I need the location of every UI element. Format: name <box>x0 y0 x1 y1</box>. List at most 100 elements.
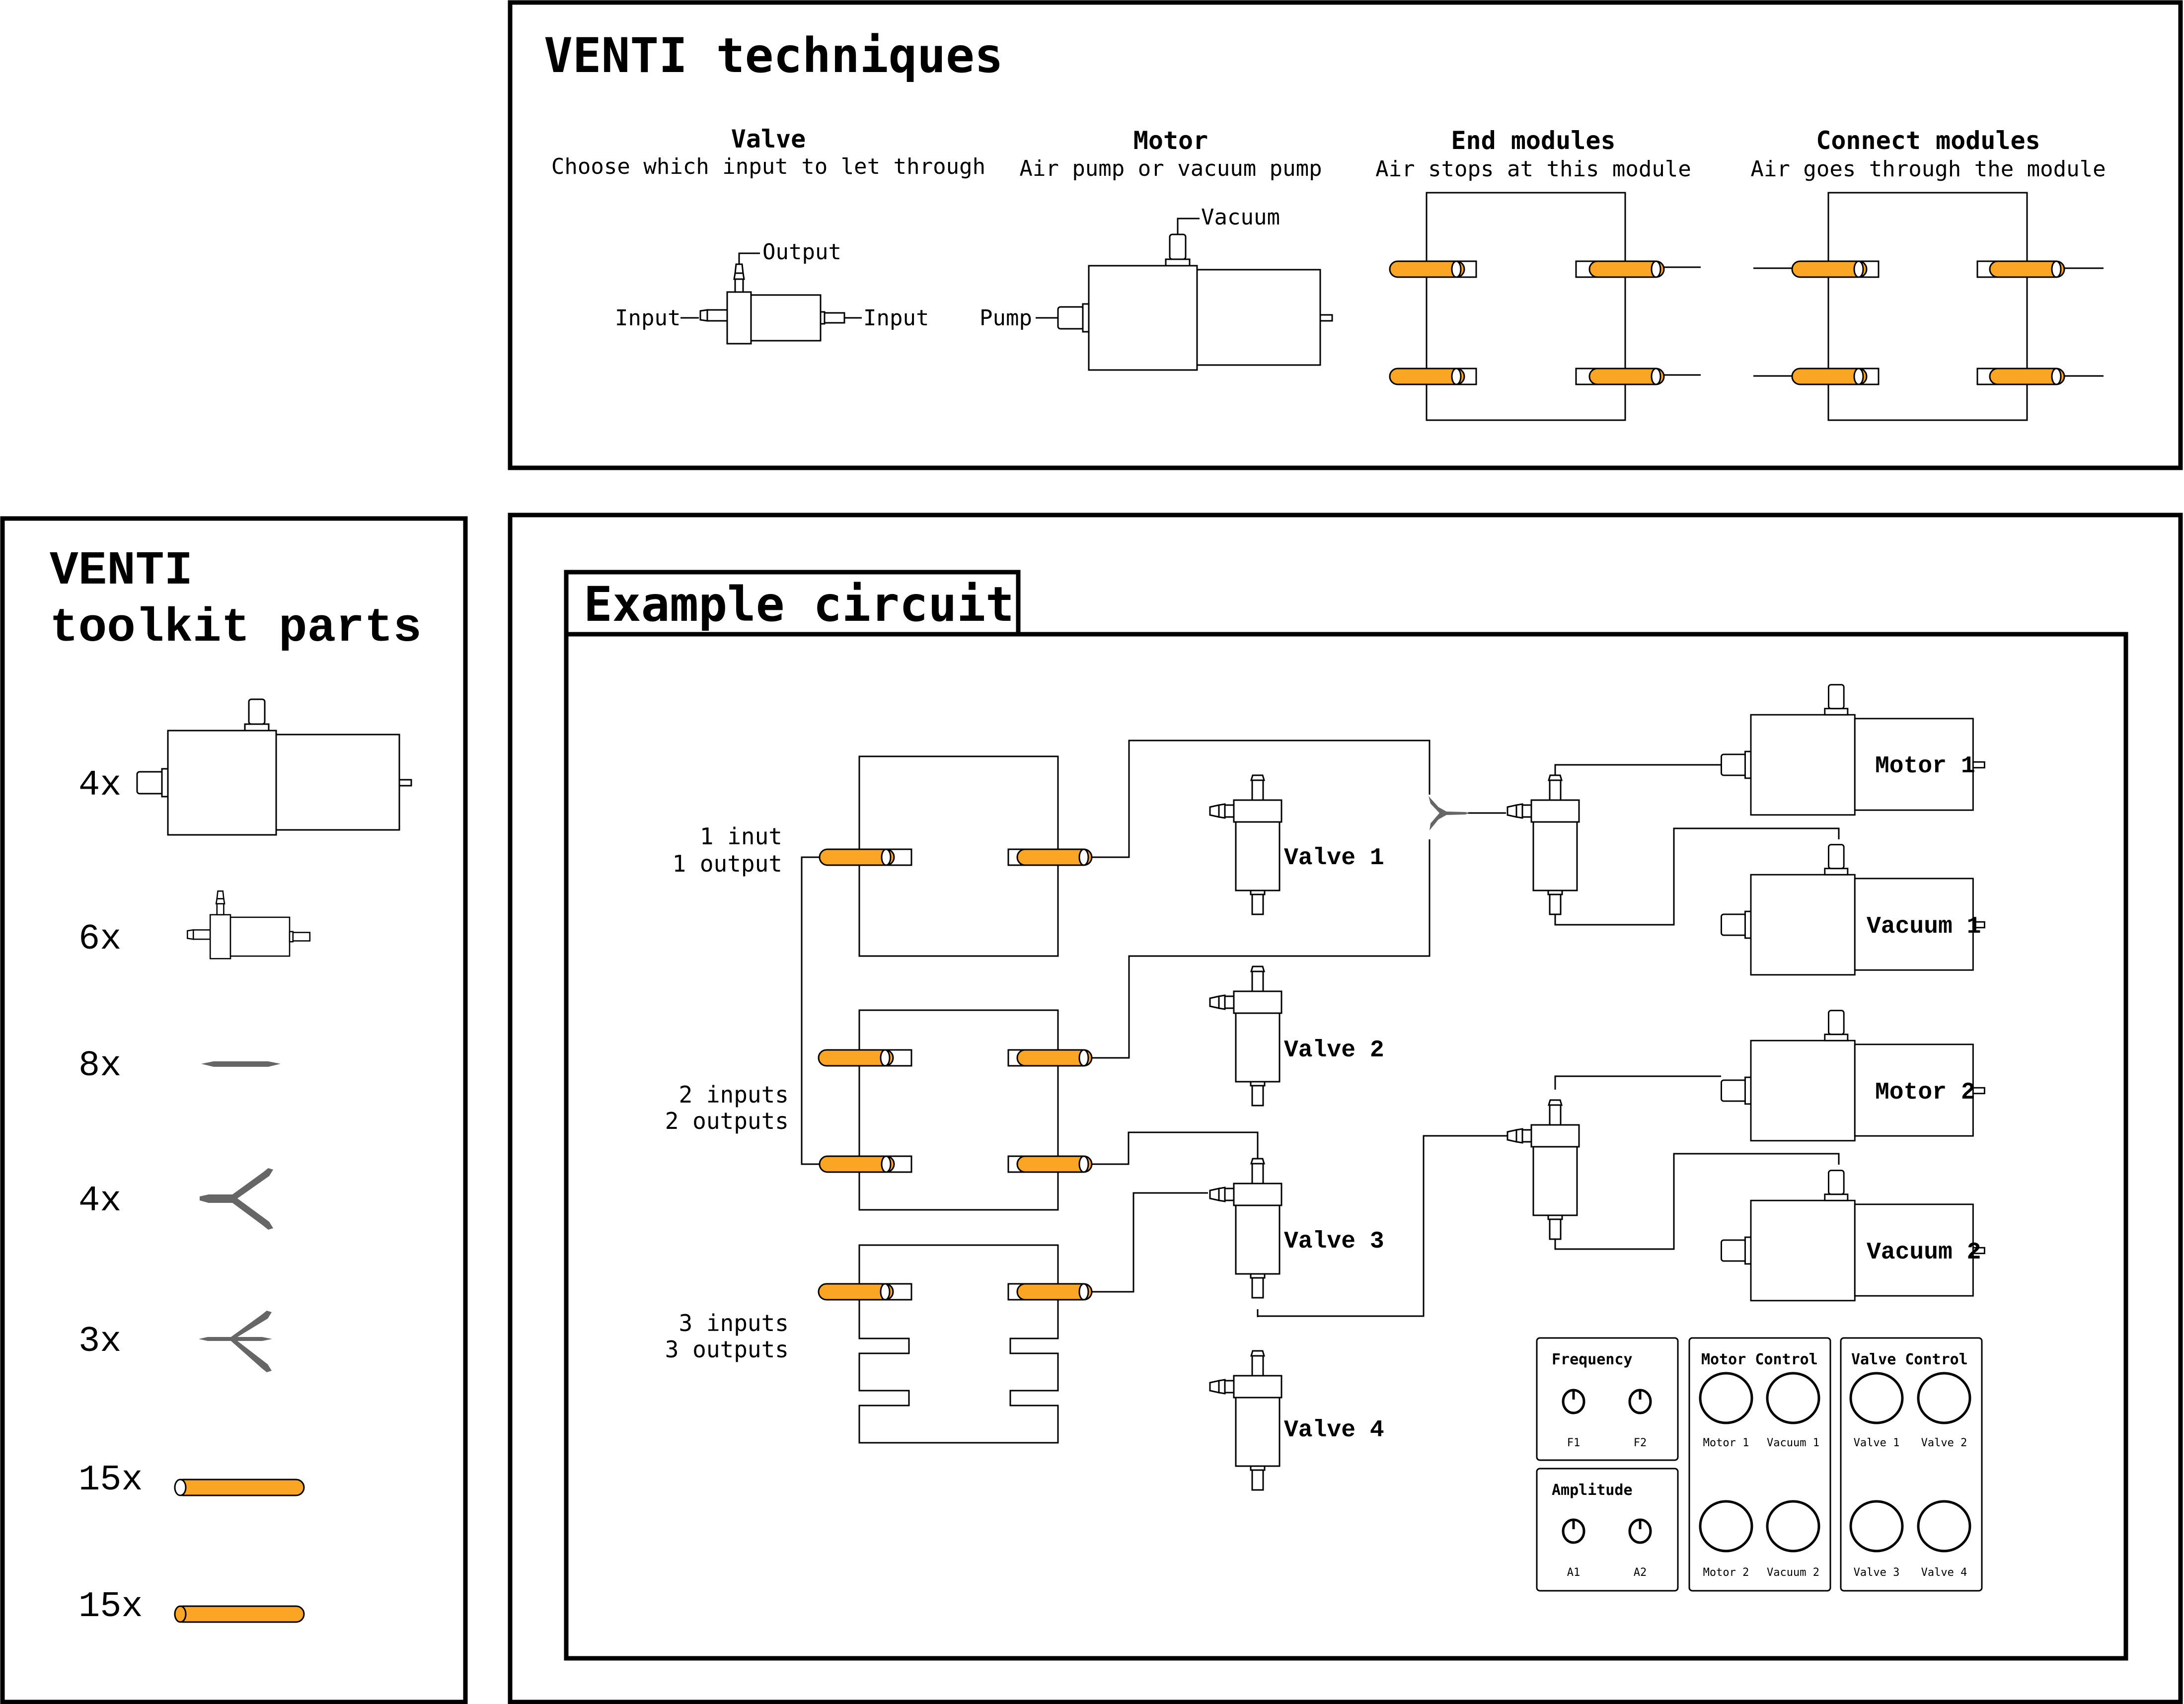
valve-1-label: Valve 1 <box>1284 845 1384 872</box>
end-module-body <box>1426 192 1626 421</box>
knob-a1-label: A1 <box>1567 1566 1581 1579</box>
toolkit-part-straight: 8x <box>78 1045 281 1086</box>
knob-f1-label: F1 <box>1567 1437 1581 1449</box>
y-connector-icon <box>200 1168 273 1230</box>
part-count: 8x <box>78 1045 121 1086</box>
valve-control-panel: Valve Control Valve 1 Valve 2 Valve 3 Va… <box>1840 1337 1983 1592</box>
connect-module-body <box>1827 192 2028 421</box>
toolkit-panel: VENTI toolkit parts 4x 6x 8x 4x 3x 15x <box>0 516 468 1704</box>
motor-1-button-label: Motor 1 <box>1703 1437 1749 1449</box>
vacuum-2-button[interactable] <box>1766 1500 1820 1553</box>
technique-connect-modules: Connect modules Air goes through the mod… <box>1750 126 2106 421</box>
circuit-vacuum-1: Vacuum 1 <box>1721 844 1985 976</box>
part-count: 3x <box>78 1321 121 1362</box>
knob-f2[interactable] <box>1628 1389 1652 1414</box>
technique-motor-name: Motor <box>1133 126 1208 155</box>
module-3: 3 inputs 3 outputs <box>665 1244 1093 1444</box>
toolkit-part-y: 4x <box>78 1168 273 1230</box>
knob-f2-label: F2 <box>1634 1437 1647 1449</box>
motor-control-panel: Motor Control Motor 1 Vacuum 1 Motor 2 V… <box>1688 1337 1831 1592</box>
valve-3-button-label: Valve 3 <box>1854 1566 1900 1579</box>
module-1-line2: 1 output <box>672 850 782 877</box>
frequency-title: Frequency <box>1552 1351 1633 1368</box>
toolkit-part-open-tube: 15x <box>78 1460 305 1500</box>
valve-output-label: Output <box>762 239 841 265</box>
part-count: 15x <box>78 1586 143 1627</box>
vacuum-2-button-label: Vacuum 2 <box>1767 1566 1819 1579</box>
open-tube-icon <box>174 1479 305 1496</box>
example-panel: Example circuit 1 inut 1 output 2 inputs… <box>508 513 2183 1704</box>
knob-a2-label: A2 <box>1634 1566 1647 1579</box>
end-module-tubes <box>1389 260 1701 385</box>
module-1-line1: 1 inut <box>700 823 782 850</box>
valve-control-title: Valve Control <box>1851 1351 1968 1368</box>
example-title-tab <box>564 570 1021 637</box>
example-title: Example circuit <box>584 577 1014 632</box>
part-count: 4x <box>78 1181 121 1221</box>
tubing-wires <box>801 740 1840 1317</box>
motor-1-label: Motor 1 <box>1875 753 1975 780</box>
motor-1-button[interactable] <box>1699 1372 1753 1424</box>
technique-end-desc: Air stops at this module <box>1375 156 1691 182</box>
valve-1-button[interactable] <box>1849 1372 1904 1424</box>
motor-vacuum-label: Vacuum <box>1201 205 1280 230</box>
frequency-panel: Frequency F1 F2 <box>1536 1337 1679 1461</box>
part-count: 6x <box>78 919 121 960</box>
straight-connector-icon <box>201 1061 281 1067</box>
connect-module-tubes <box>1753 260 2104 385</box>
knob-a2[interactable] <box>1628 1518 1652 1544</box>
technique-motor: Motor Air pump or vacuum pump Vacuum Pum… <box>979 126 1333 371</box>
amplitude-title: Amplitude <box>1552 1482 1633 1499</box>
three-way-connector-icon <box>199 1311 272 1372</box>
vacuum-1-label: Vacuum 1 <box>1867 913 1981 940</box>
module-2: 2 inputs 2 outputs <box>665 1009 1093 1211</box>
circuit-vacuum-2: Vacuum 2 <box>1721 1170 1985 1302</box>
technique-motor-desc: Air pump or vacuum pump <box>1019 156 1322 181</box>
toolkit-title-line1: VENTI <box>50 544 193 598</box>
valve-1-button-label: Valve 1 <box>1854 1437 1900 1449</box>
technique-end-modules: End modules Air stops at this module <box>1375 126 1701 421</box>
circuit-motor-1: Motor 1 <box>1721 684 1985 816</box>
motor-2-button-label: Motor 2 <box>1703 1566 1749 1579</box>
amplitude-panel: Amplitude A1 A2 <box>1536 1468 1679 1592</box>
toolkit-part-motor: 4x <box>78 698 412 836</box>
circuit-valve-2: Valve 2 <box>1209 965 1384 1107</box>
motor-2-label: Motor 2 <box>1875 1079 1975 1106</box>
vacuum-1-button-label: Vacuum 1 <box>1767 1437 1819 1449</box>
valve-4-button-label: Valve 4 <box>1921 1566 1967 1579</box>
technique-valve-desc: Choose which input to let through <box>551 154 985 179</box>
valve-2-button-label: Valve 2 <box>1921 1437 1967 1449</box>
valve-4-label: Valve 4 <box>1284 1417 1384 1444</box>
circuit-valve-4: Valve 4 <box>1209 1350 1384 1491</box>
vacuum-1-button[interactable] <box>1766 1372 1820 1424</box>
circuit-valve-3: Valve 3 <box>1209 1158 1384 1299</box>
circuit-valve-1: Valve 1 <box>1209 774 1384 915</box>
toolkit-frame <box>0 516 468 1704</box>
motor-pump-label: Pump <box>979 305 1032 331</box>
valve-4-button[interactable] <box>1917 1500 1971 1553</box>
knob-a1[interactable] <box>1562 1518 1585 1544</box>
circuit-motor-2: Motor 2 <box>1721 1010 1985 1142</box>
part-count: 4x <box>78 765 121 806</box>
technique-valve-name: Valve <box>731 125 806 153</box>
valve-input-right-label: Input <box>863 305 929 331</box>
motor-2-button[interactable] <box>1699 1500 1753 1553</box>
y-connector-icon <box>1429 796 1469 830</box>
module-1: 1 inut 1 output <box>672 755 1093 957</box>
valve-input-left-label: Input <box>615 305 680 331</box>
module-3-line2: 3 outputs <box>665 1336 789 1363</box>
knob-f1[interactable] <box>1562 1389 1585 1414</box>
valve-2-button[interactable] <box>1917 1372 1971 1424</box>
module-2-line1: 2 inputs <box>678 1081 789 1108</box>
toolkit-part-three-way: 3x <box>78 1311 272 1372</box>
technique-valve: Valve Choose which input to let through … <box>551 125 985 345</box>
motor-control-title: Motor Control <box>1701 1351 1818 1368</box>
module-2-line2: 2 outputs <box>665 1108 789 1134</box>
techniques-title: VENTI techniques <box>544 28 1003 83</box>
toolkit-part-closed-tube: 15x <box>78 1586 305 1627</box>
techniques-panel: VENTI techniques Valve Choose which inpu… <box>508 0 2183 470</box>
valve-2-label: Valve 2 <box>1284 1037 1384 1064</box>
valve-3-button[interactable] <box>1849 1500 1904 1553</box>
module-3-line1: 3 inputs <box>678 1310 789 1336</box>
